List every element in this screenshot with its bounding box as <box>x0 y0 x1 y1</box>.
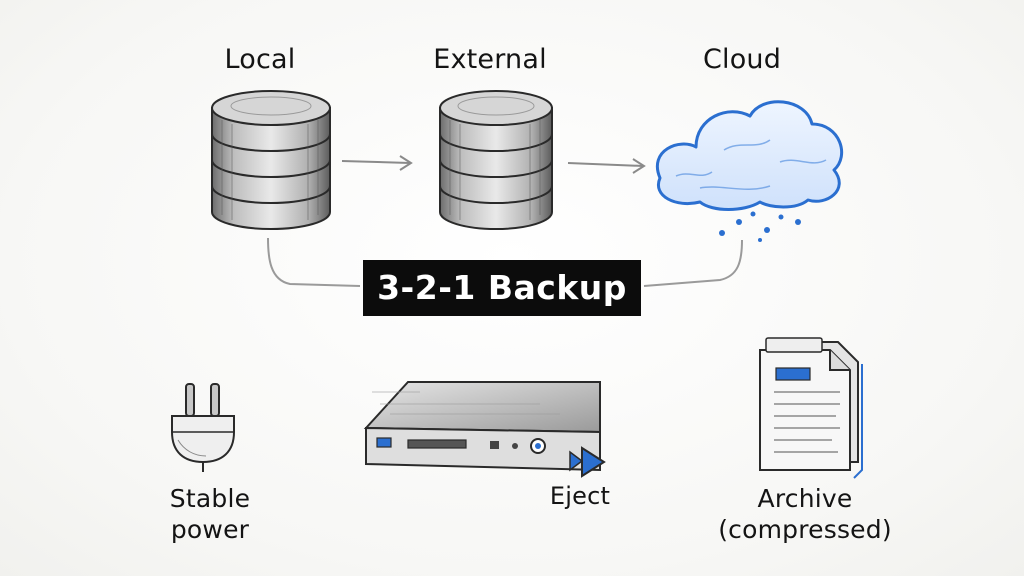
power-plug-icon <box>171 383 235 472</box>
archive-file-icon <box>759 337 863 479</box>
local-database-icon <box>211 90 331 230</box>
stable-power-label: Stable power <box>140 483 280 545</box>
external-database-icon <box>439 90 553 230</box>
eject-label: Eject <box>549 482 611 510</box>
diagram-title: 3-2-1 Backup <box>363 260 641 316</box>
external-drive-icon <box>363 381 606 478</box>
archive-label-line2: (compressed) <box>718 515 892 544</box>
arrow-external-to-cloud <box>567 158 646 174</box>
connector-lines <box>267 237 743 287</box>
external-label: External <box>433 44 547 75</box>
stable-power-label-line1: Stable <box>169 484 251 513</box>
local-label: Local <box>224 44 296 75</box>
archive-label-line1: Archive <box>757 484 853 513</box>
cloud-icon <box>656 100 844 242</box>
stable-power-label-line2: power <box>170 515 250 544</box>
cloud-label: Cloud <box>702 44 782 75</box>
archive-label: Archive (compressed) <box>700 483 910 545</box>
arrow-local-to-external <box>341 155 413 171</box>
